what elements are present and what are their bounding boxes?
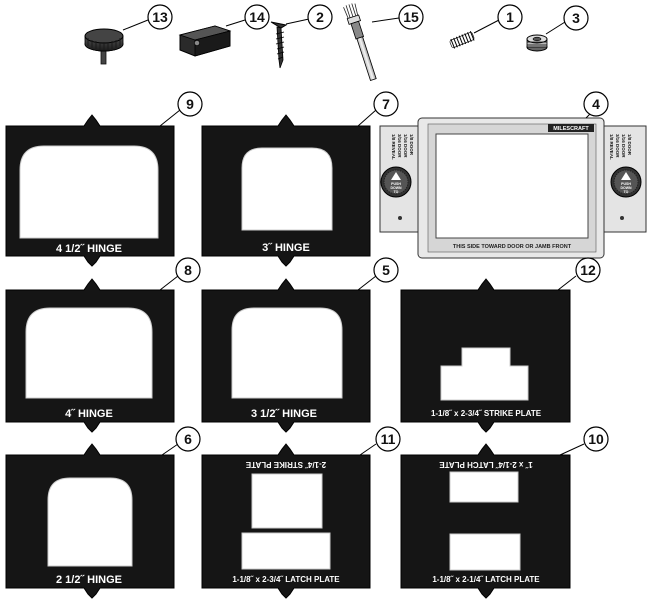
clamp-block-part [178, 25, 232, 57]
callout-9: 9 [159, 91, 203, 127]
callout-number: 1 [506, 9, 514, 25]
callout-number: 3 [572, 10, 580, 26]
template-latch-plate-2-3-4: 2-1/4˝ STRIKE PLATE 1-1/8˝ x 2-3/4˝ LATC… [201, 443, 371, 599]
base-frame: MILESCRAFT THIS SIDE TOWARD DOOR OR JAMB… [379, 117, 647, 259]
callout-8: 8 [159, 257, 201, 291]
template-4-hinge: 4˝ HINGE [5, 278, 175, 433]
callout-13: 13 [122, 4, 173, 31]
callout-number: 13 [152, 9, 168, 25]
template-3-1-2-hinge: 3 1/2˝ HINGE [201, 278, 371, 433]
knob-text: TO [394, 190, 399, 194]
template-label: 3˝ HINGE [262, 242, 310, 254]
spring-part [449, 31, 475, 49]
callout-2: 2 [285, 4, 333, 30]
brand-label: MILESCRAFT [553, 126, 589, 132]
right-lock-knob: PUSH DOWN TO [610, 166, 642, 198]
callout-number: 12 [580, 262, 596, 278]
side-label: 3/16 DOOR [615, 134, 620, 158]
frame-bottom-text: THIS SIDE TOWARD DOOR OR JAMB FRONT [453, 244, 572, 250]
callout-number: 14 [249, 9, 265, 25]
frame-screw-hole [398, 216, 402, 220]
template-4-1-2-hinge: 4 1/2˝ HINGE [5, 114, 175, 267]
callout-3: 3 [545, 5, 589, 35]
callout-6: 6 [161, 426, 201, 456]
template-latch-plate-2-1-4: 1˝ x 2-1/4˝ LATCH PLATE 1-1/8˝ x 2-1/4˝ … [400, 443, 571, 599]
callout-number: 15 [403, 9, 419, 25]
callout-number: 6 [184, 431, 192, 447]
callout-4: 4 [583, 91, 609, 119]
callout-number: 9 [186, 96, 194, 112]
template-label: 1-1/8˝ x 2-1/4˝ LATCH PLATE [432, 575, 540, 584]
frame-screw-hole [620, 216, 624, 220]
side-label: 1/16 DOOR [403, 134, 408, 158]
callout-number: 11 [381, 431, 396, 447]
wood-screw-part [270, 21, 288, 69]
callout-15: 15 [371, 4, 424, 30]
callout-11: 11 [359, 426, 401, 456]
template-label: 4˝ HINGE [65, 408, 113, 420]
callout-10: 10 [559, 426, 609, 456]
side-label: 1/8 DOOR [627, 134, 632, 156]
knob-text: DOWN [390, 186, 402, 190]
callout-5: 5 [357, 257, 399, 291]
template-2-1-2-hinge: 2 1/2˝ HINGE [5, 443, 175, 599]
side-label: 1/16 DOOR [621, 134, 626, 158]
left-lock-knob: PUSH DOWN TO [380, 166, 412, 198]
callout-number: 2 [316, 9, 324, 25]
callout-14: 14 [225, 4, 270, 30]
callout-number: 4 [592, 96, 600, 112]
callout-number: 10 [588, 431, 604, 447]
knob-text: TO [624, 190, 629, 194]
knob-text: PUSH [391, 182, 401, 186]
callout-number: 7 [382, 96, 390, 112]
knob-text: PUSH [621, 182, 631, 186]
template-label: 1-1/8˝ x 2-3/4˝ LATCH PLATE [232, 575, 340, 584]
callout-number: 5 [382, 262, 390, 278]
callout-number: 8 [184, 262, 192, 278]
template-label: 3 1/2˝ HINGE [251, 408, 317, 420]
brush-bit-part [343, 3, 377, 82]
template-3-hinge: 3˝ HINGE [201, 114, 371, 267]
thumb-knob-part [84, 28, 124, 65]
nut-part [526, 34, 548, 52]
side-label: 1/8 REVEAL [391, 134, 396, 160]
template-label: 1-1/8˝ x 2-3/4˝ STRIKE PLATE [431, 409, 542, 418]
template-top-label: 2-1/4˝ STRIKE PLATE [245, 460, 326, 469]
template-strike-plate: 1-1/8˝ x 2-3/4˝ STRIKE PLATE [400, 278, 571, 433]
callout-7: 7 [357, 91, 399, 127]
template-label: 2 1/2˝ HINGE [56, 574, 122, 586]
template-label: 4 1/2˝ HINGE [56, 243, 122, 255]
callout-12: 12 [557, 257, 601, 291]
template-top-label: 1˝ x 2-1/4˝ LATCH PLATE [439, 460, 533, 469]
knob-text: DOWN [620, 186, 632, 190]
side-label: 1/8 DOOR [409, 134, 414, 156]
callout-1: 1 [473, 4, 523, 34]
side-label: 3/16 DOOR [397, 134, 402, 158]
side-label: 1/8 REVEAL [609, 134, 614, 160]
